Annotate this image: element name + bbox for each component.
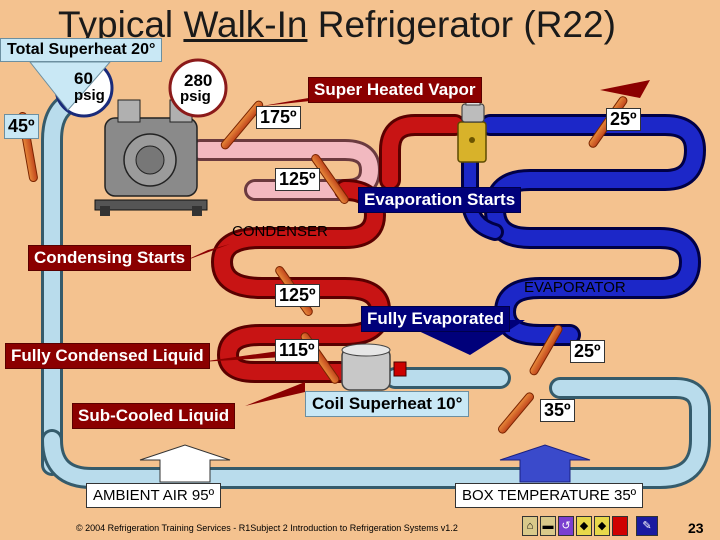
evaporator-label: EVAPORATOR [524,279,626,296]
ambient-air-arrow [139,444,231,483]
stop-icon[interactable] [612,516,628,536]
fully-evaporated-callout: Fully Evaporated [361,306,510,332]
undo-icon[interactable]: ↺ [558,516,574,536]
coil-superheat-callout: Coil Superheat 10° [305,391,470,417]
folder-icon[interactable]: ▬ [540,516,556,536]
expansion-valve [457,96,487,163]
home-icon[interactable]: ⌂ [522,516,538,536]
condensing-starts-callout: Condensing Starts [28,245,192,271]
fully-condensed-liquid-callout: Fully Condensed Liquid [5,343,210,369]
box-temperature-label: BOX TEMPERATURE 35º [455,483,644,508]
box-temperature-arrow [499,444,591,483]
receiver-tank [341,343,407,391]
condenser-label: CONDENSER [232,223,328,240]
discharge-gauge-value: 280 [184,71,213,90]
temp-115: 115º [275,339,319,362]
evaporation-starts-callout: Evaporation Starts [358,187,522,213]
temp-35: 35º [540,399,575,422]
condenser-coil [211,114,466,383]
super-heated-vapor-callout: Super Heated Vapor [308,77,482,103]
sub-cooled-liquid-callout: Sub-Cooled Liquid [72,403,236,429]
evaporator-coil [461,114,706,346]
temp-125-upper: 125º [275,168,320,191]
suction-gauge-value: 60 [74,69,93,88]
temp-125-lower: 125º [275,284,320,307]
pencil-icon[interactable]: ✎ [636,516,658,536]
temp-175: 175º [256,106,301,129]
thermometer-125-upper [311,154,349,204]
thermometer-35 [498,392,534,434]
compressor [94,99,208,216]
suction-gauge-unit: psig [74,87,105,104]
page-number: 23 [688,520,704,536]
ambient-air-label: AMBIENT AIR 95º [86,483,222,508]
footer-copyright: © 2004 Refrigeration Training Services -… [76,523,458,533]
thermometer-25-lower [529,324,563,376]
next-icon[interactable]: ◆ [594,516,610,536]
temp-25-lower: 25º [570,340,605,363]
thermometer-175 [220,100,264,150]
prev-icon[interactable]: ◆ [576,516,592,536]
discharge-gauge [168,58,228,118]
temp-25-top: 25º [606,108,641,131]
discharge-gauge-unit: psig [180,88,211,105]
page-title: Typical Walk-In Refrigerator (R22) [58,4,616,45]
total-superheat-callout: Total Superheat 20° [0,38,163,62]
temp-45: 45º [4,114,39,139]
